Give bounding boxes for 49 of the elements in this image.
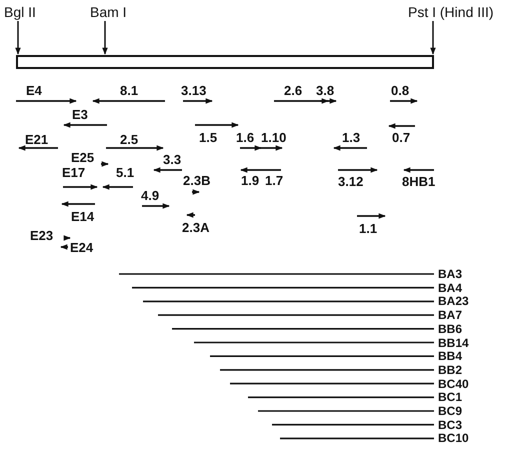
fragment-label: E3 [72,108,88,122]
fragment-label: 3.3 [163,153,182,167]
site-arrow [430,21,436,55]
fragment-label: 2.3A [182,221,210,235]
clone-name: BB6 [438,322,462,336]
restriction-site-label: Bam I [90,4,127,20]
fragment-label: 1.3 [342,131,360,145]
clone-name: BC1 [438,390,462,404]
fragment-label: 0.8 [391,84,410,98]
fragment-label: 3.12 [338,175,364,189]
fragment-label: 2.5 [120,133,138,147]
fragment-label: 2.3B [183,174,210,188]
fragment-label: E17 [62,166,86,180]
fragment-label: 8.1 [120,84,138,98]
fragment-label: E4 [26,84,42,98]
fragment-label: 3.13 [181,84,206,98]
fragment-label: 1.6 [236,131,254,145]
clone-name: BC3 [438,418,462,432]
fragment-label: E23 [30,229,54,243]
fragment-label: 4.9 [141,189,160,203]
fragment-label: E21 [25,133,48,147]
restriction-site-label: Pst I (Hind III) [408,4,494,20]
clone-name: BB14 [438,336,469,350]
clone-name: BA7 [438,308,462,322]
clone-name: BA4 [438,280,462,295]
fragment-label: 1.9 [241,174,260,188]
dna-map-bar [16,55,434,69]
site-arrow [102,21,108,55]
clone-name: BB4 [438,349,462,364]
clone-name: BC40 [438,376,469,391]
clone-name: BA3 [438,267,462,281]
fragment-label: 0.7 [392,131,410,145]
fragment-label: 3.8 [316,84,334,98]
fragment-label: 2.6 [284,84,302,98]
fragment-label: E25 [71,151,94,165]
clone-name: BC10 [438,431,469,446]
clone-name: BC9 [438,404,462,418]
fragment-label: E24 [70,241,94,255]
fragment-label: 1.1 [359,222,378,236]
restriction-site-label: Bgl II [4,4,36,20]
fragment-label: 5.1 [116,166,134,180]
fragment-label: 8HB1 [402,175,436,189]
fragment-label: 1.10 [261,131,286,145]
fragment-label: 1.5 [199,131,218,145]
site-arrow [15,21,21,55]
fragment-label: 1.7 [265,174,284,188]
clone-name: BB2 [438,362,462,377]
fragment-label: E14 [71,210,94,224]
clone-name: BA23 [438,294,469,308]
